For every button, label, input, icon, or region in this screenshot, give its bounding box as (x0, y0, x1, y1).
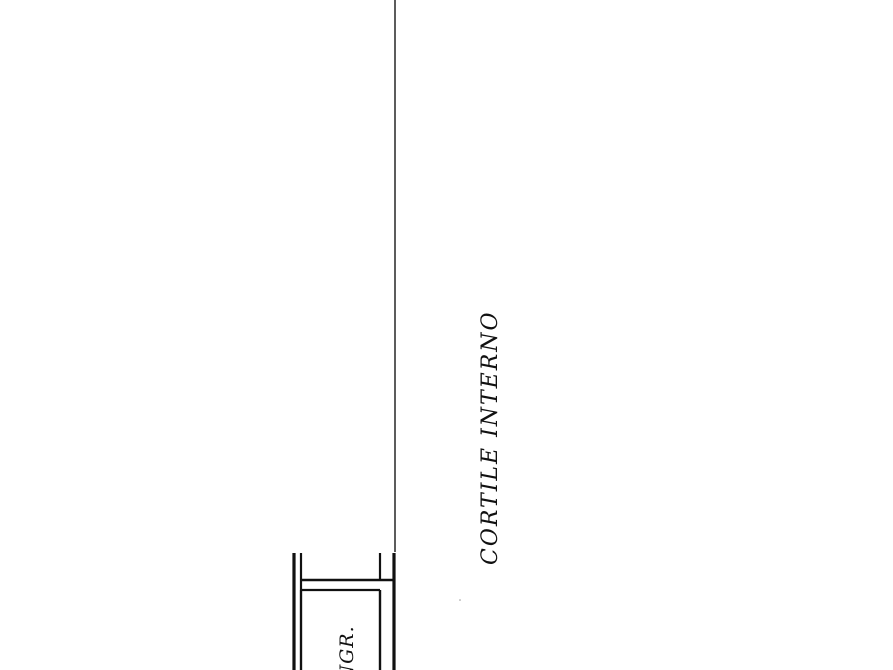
entrance-label: INGR. (336, 625, 358, 670)
plan-dot (459, 599, 461, 601)
entrance-bay (292, 553, 396, 670)
courtyard-label: CORTILE INTERNO (478, 310, 503, 565)
